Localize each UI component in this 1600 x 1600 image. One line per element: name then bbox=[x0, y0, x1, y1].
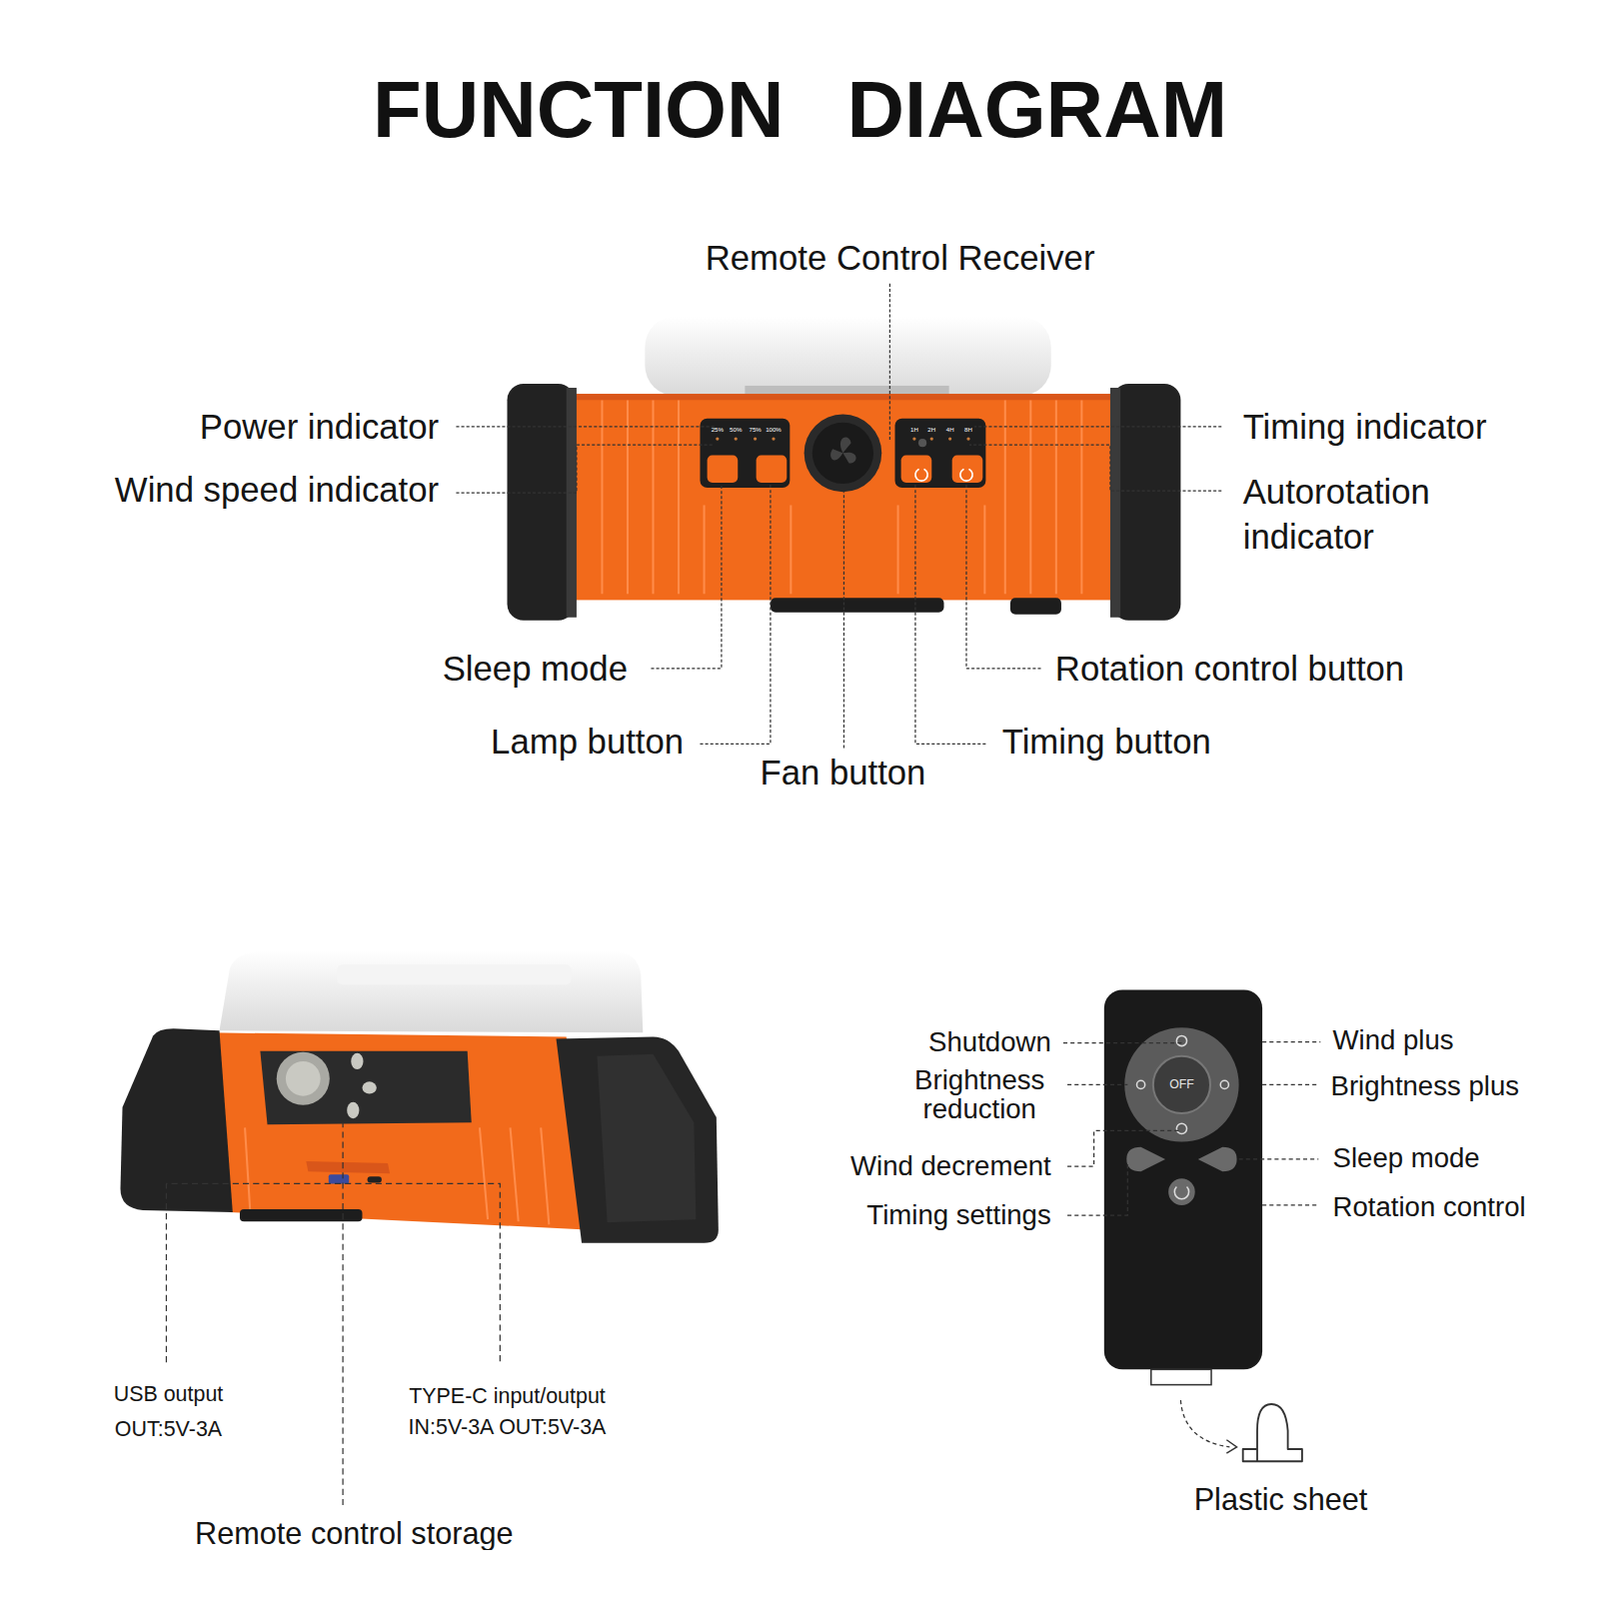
callout-label: Brightness plus bbox=[1331, 1071, 1521, 1104]
button-label: OFF bbox=[1169, 1077, 1195, 1092]
callout-label: Autorotation indicator bbox=[1243, 469, 1489, 560]
callout-label: Fan button bbox=[759, 752, 926, 793]
callout-label: Power indicator bbox=[199, 406, 439, 447]
callout-label: Timing settings bbox=[866, 1199, 1051, 1232]
callout-label: Rotation control button bbox=[1055, 648, 1405, 689]
callout-label: Wind plus bbox=[1333, 1025, 1455, 1058]
indicator-label: 100% bbox=[765, 426, 782, 434]
indicator-label: 4H bbox=[946, 426, 955, 434]
indicator-label: 2H bbox=[927, 426, 936, 434]
callout-label: Remote control storage bbox=[194, 1516, 513, 1552]
port-spec: OUT:5V-3A bbox=[114, 1416, 222, 1442]
callout-label: Timing button bbox=[1002, 721, 1212, 762]
remote-control bbox=[1104, 989, 1303, 1462]
bottom-leader-lines bbox=[165, 1122, 500, 1506]
callout-label: Wind decrement bbox=[850, 1150, 1052, 1183]
callout-label: Shutdown bbox=[928, 1027, 1052, 1060]
callout-label: Rotation control bbox=[1333, 1191, 1527, 1224]
indicator-label: 25% bbox=[711, 426, 724, 434]
title: FUNCTION DIAGRAM bbox=[372, 63, 1228, 156]
indicator-label: 50% bbox=[729, 426, 742, 434]
callout-label: Plastic sheet bbox=[1194, 1482, 1369, 1518]
indicator-label: 1H bbox=[910, 426, 919, 434]
callout-label: Sleep mode bbox=[442, 648, 628, 689]
port-label: TYPE-C input/output bbox=[408, 1384, 606, 1410]
bottom-device bbox=[119, 951, 718, 1244]
top-device bbox=[506, 316, 1181, 621]
indicator-label: 75% bbox=[748, 426, 761, 434]
callout-label: Sleep mode bbox=[1333, 1142, 1481, 1175]
callout-label: Remote Control Receiver bbox=[705, 237, 1096, 278]
callout-label: Brightness reduction bbox=[892, 1066, 1067, 1125]
callout-label: Lamp button bbox=[490, 721, 684, 762]
port-spec: IN:5V-3A OUT:5V-3A bbox=[408, 1414, 607, 1440]
callout-label: Wind speed indicator bbox=[114, 469, 439, 510]
remote-leader-lines bbox=[1063, 1042, 1321, 1217]
indicator-label: 8H bbox=[964, 426, 973, 434]
callout-label: Timing indicator bbox=[1243, 406, 1488, 447]
port-label: USB output bbox=[113, 1381, 224, 1407]
